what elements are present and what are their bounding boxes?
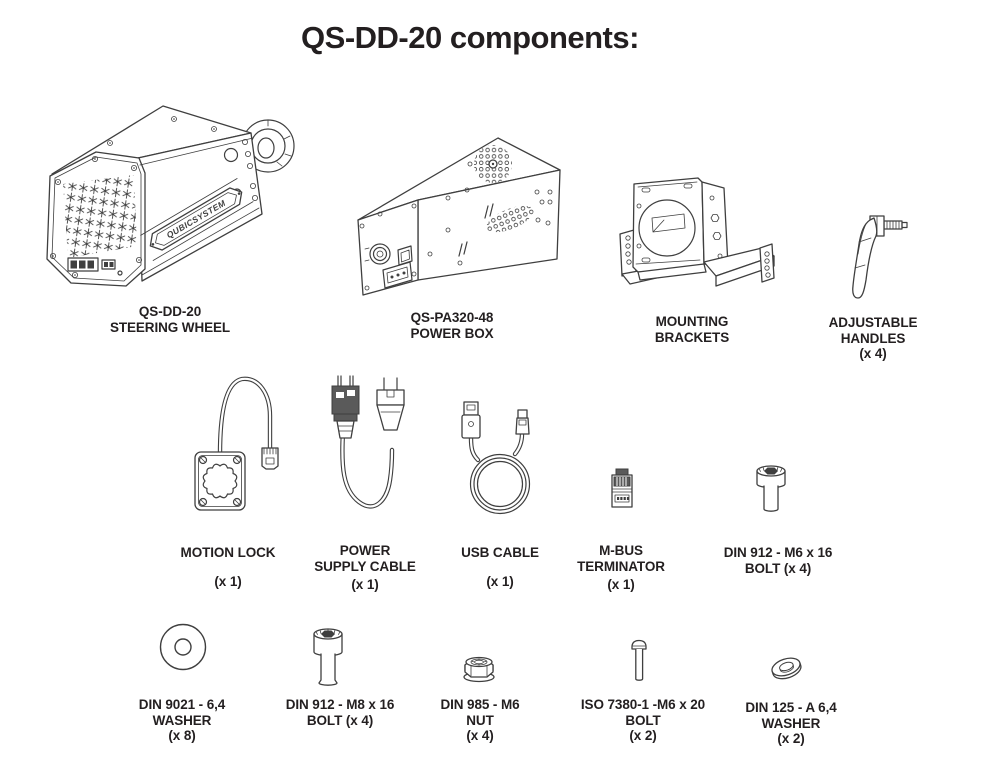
label-line: WASHER bbox=[761, 715, 821, 731]
adjustable-handle-illustration bbox=[846, 210, 914, 302]
mounting-brackets-illustration bbox=[612, 172, 784, 302]
power-switch bbox=[397, 245, 413, 266]
vent-slits bbox=[458, 203, 494, 257]
quantity: (x 2) bbox=[777, 731, 805, 746]
page-title: QS-DD-20 components: bbox=[301, 20, 639, 55]
power-supply-cable-illustration bbox=[325, 372, 423, 522]
label-line: BOLT (x 4) bbox=[744, 560, 812, 576]
label-line: ADJUSTABLE bbox=[828, 315, 918, 330]
rj-plug bbox=[261, 447, 279, 470]
label-line: QS-DD-20 bbox=[138, 304, 202, 319]
m-bus-terminator-label: M-BUS TERMINATOR (x 1) bbox=[551, 543, 691, 593]
label-line: BRACKETS bbox=[654, 329, 730, 345]
label-line: HANDLES bbox=[840, 330, 906, 346]
din-9021-washer-illustration bbox=[158, 622, 208, 672]
motion-lock-illustration bbox=[193, 374, 288, 514]
m-bus-terminator-illustration bbox=[609, 468, 635, 510]
euro-plug bbox=[376, 377, 405, 431]
top-vent bbox=[474, 145, 512, 183]
label-line: TERMINATOR bbox=[577, 558, 665, 574]
screws bbox=[359, 161, 553, 291]
quantity: (x 4) bbox=[466, 728, 494, 743]
label-line: POWER bbox=[339, 543, 391, 558]
din-912-m8-bolt-illustration bbox=[312, 626, 344, 688]
label-line: DIN 912 - M8 x 16 bbox=[285, 697, 395, 712]
rear-connectors bbox=[67, 257, 123, 276]
label-line: DIN 912 - M6 x 16 bbox=[723, 545, 833, 560]
label-line: WASHER bbox=[152, 712, 212, 728]
label-line: ISO 7380-1 -M6 x 20 bbox=[580, 697, 706, 712]
adjustable-handles-label: ADJUSTABLE HANDLES (x 4) bbox=[793, 315, 953, 362]
din-125-washer-illustration bbox=[768, 654, 804, 682]
din-912-m6-bolt-illustration bbox=[753, 464, 787, 516]
power-box-illustration bbox=[350, 134, 565, 304]
label-line: BOLT bbox=[625, 712, 661, 728]
lock-knob bbox=[202, 463, 238, 499]
steering-wheel-label: QS-DD-20 STEERING WHEEL bbox=[70, 304, 270, 335]
screws bbox=[49, 116, 217, 278]
quantity: (x 2) bbox=[629, 728, 657, 743]
usb-cable-label: USB CABLE (x 1) bbox=[420, 545, 580, 589]
iec-inlet bbox=[382, 261, 413, 289]
label-line: STEERING WHEEL bbox=[109, 319, 231, 335]
label-line: DIN 125 - A 6,4 bbox=[745, 700, 837, 715]
label-line: USB CABLE bbox=[461, 545, 539, 560]
vent-grille bbox=[63, 175, 137, 258]
shaft-flange-icon bbox=[241, 119, 295, 173]
label-line: DIN 9021 - 6,4 bbox=[138, 697, 226, 712]
quantity: (x 1) bbox=[607, 577, 635, 592]
din-9021-washer-label: DIN 9021 - 6,4 WASHER (x 8) bbox=[102, 697, 262, 744]
label-line: QS-PA320-48 bbox=[410, 310, 494, 325]
iec-plug bbox=[331, 375, 360, 439]
label-line: DIN 985 - M6 bbox=[440, 697, 520, 712]
quantity: (x 1) bbox=[351, 577, 379, 592]
quantity: (x 8) bbox=[168, 728, 196, 743]
power-supply-cable-label: POWER SUPPLY CABLE (x 1) bbox=[285, 543, 445, 593]
din-985-nut-label: DIN 985 - M6 NUT (x 4) bbox=[410, 697, 550, 744]
din-912-m6-bolt-label: DIN 912 - M6 x 16 BOLT (x 4) bbox=[693, 545, 863, 576]
label-line: MOUNTING bbox=[655, 314, 729, 329]
quantity: (x 1) bbox=[486, 573, 514, 589]
iso-7380-bolt-illustration bbox=[629, 638, 649, 684]
mini-usb-plug bbox=[515, 409, 530, 435]
label-line: BOLT (x 4) bbox=[306, 712, 374, 728]
power-box-label: QS-PA320-48 POWER BOX bbox=[352, 310, 552, 341]
label-line: NUT bbox=[466, 712, 494, 728]
steering-wheel-illustration: QUBICSYSTEM bbox=[38, 76, 295, 302]
din-912-m8-bolt-label: DIN 912 - M8 x 16 BOLT (x 4) bbox=[255, 697, 425, 728]
usb-a-plug bbox=[461, 401, 481, 439]
dc-connector bbox=[364, 243, 391, 265]
label-line: M-BUS bbox=[599, 543, 643, 558]
quantity: (x 1) bbox=[214, 573, 242, 589]
label-line: POWER BOX bbox=[410, 325, 494, 341]
mounting-brackets-label: MOUNTING BRACKETS bbox=[592, 314, 792, 345]
din-985-nut-illustration bbox=[461, 652, 497, 683]
din-125-washer-label: DIN 125 - A 6,4 WASHER (x 2) bbox=[711, 700, 871, 747]
usb-cable-illustration bbox=[457, 396, 543, 518]
label-line: MOTION LOCK bbox=[180, 545, 276, 560]
quantity: (x 4) bbox=[859, 346, 887, 361]
label-line: SUPPLY CABLE bbox=[314, 558, 416, 574]
side-vent bbox=[486, 205, 534, 233]
motion-lock-label: MOTION LOCK (x 1) bbox=[148, 545, 308, 589]
iso-7380-bolt-label: ISO 7380-1 -M6 x 20 BOLT (x 2) bbox=[558, 697, 728, 744]
corner-screws bbox=[198, 455, 242, 507]
